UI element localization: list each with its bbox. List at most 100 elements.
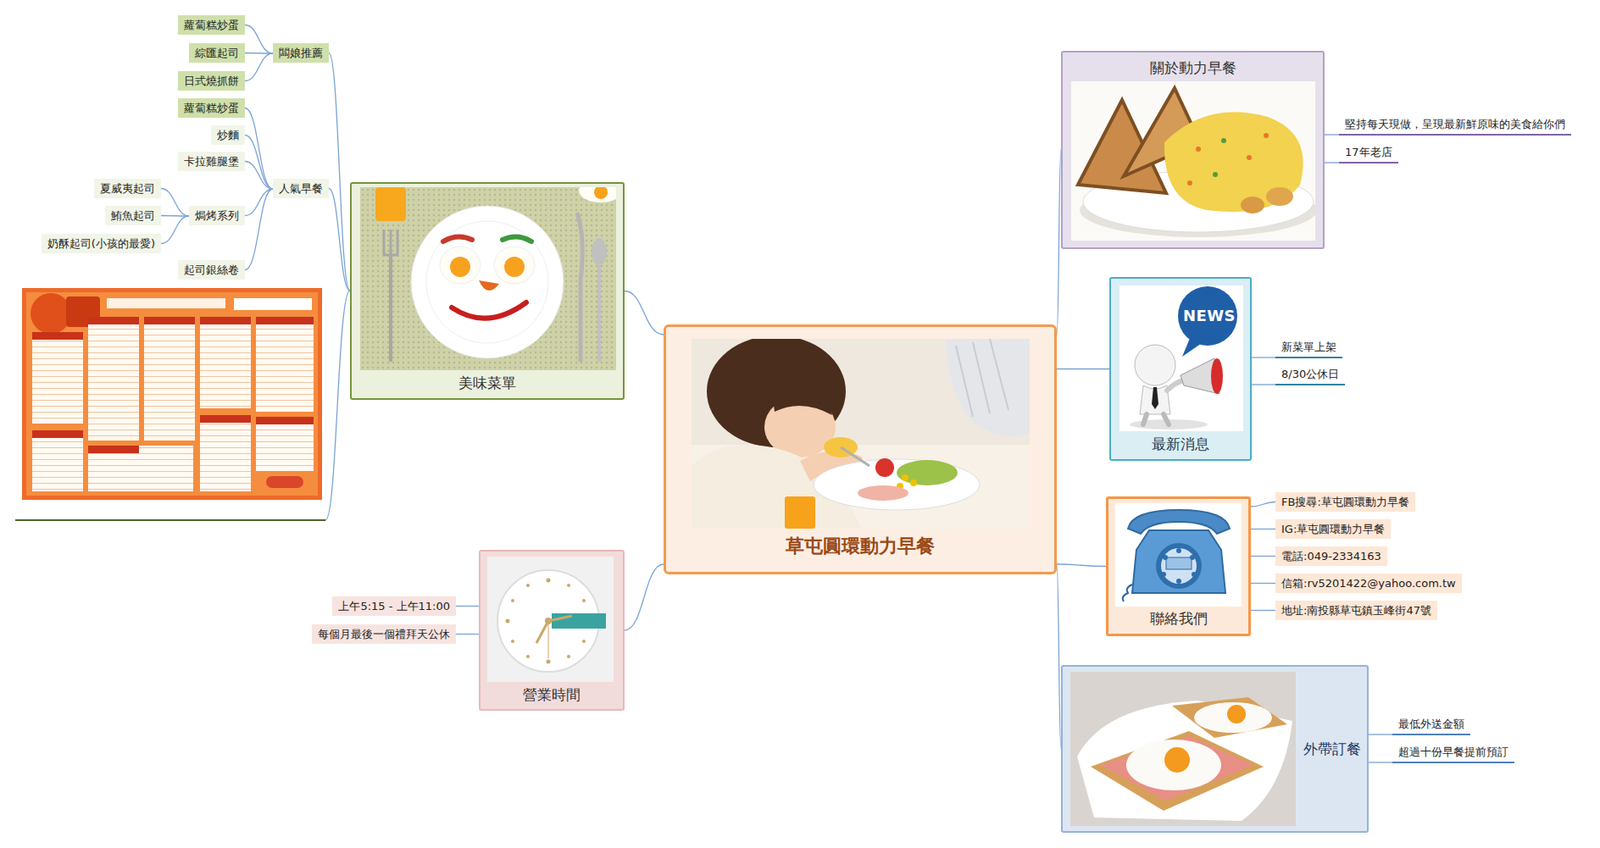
illustration-part [451, 302, 527, 319]
branch-line [624, 291, 664, 336]
branch-line [244, 52, 273, 55]
illustration-part [144, 316, 195, 441]
illustration-part [1189, 555, 1195, 561]
illustration-part [945, 338, 1030, 437]
branch-line [1056, 368, 1110, 370]
branch-line [244, 53, 273, 82]
illustration-part [784, 496, 816, 529]
subtopic-box: 夏威夷起司 [94, 178, 162, 199]
subtopic-box: 焗烤系列 [188, 205, 245, 226]
illustration-part [1077, 700, 1293, 822]
illustration-part [772, 391, 833, 416]
illustration-part [1166, 380, 1184, 391]
branch-line [161, 215, 189, 217]
topic-text: IG:草屯圓環動力早餐 [1281, 522, 1385, 537]
illustration-part [233, 298, 312, 311]
illustration-part [255, 416, 314, 425]
branch-line [1251, 356, 1276, 358]
illustration-part [1211, 358, 1223, 395]
subtopic-box: 鮪魚起司 [105, 205, 162, 226]
branch-line [455, 633, 479, 635]
central-topic: 草屯圓環動力早餐 [663, 324, 1057, 575]
illustration-part [32, 430, 84, 492]
branch-line [1368, 733, 1393, 735]
topic-text: 夏威夷起司 [100, 181, 156, 196]
branch-line [244, 135, 273, 190]
menu-card [22, 288, 323, 500]
illustration-part [1164, 747, 1190, 773]
topic-text: 電話:049-2334163 [1281, 549, 1382, 564]
illustration-part [551, 613, 606, 629]
topic-text: 每個月最後一個禮拜天公休 [317, 627, 450, 642]
illustration-part [22, 288, 323, 500]
subtopic-box: 蘿蔔糕炒蛋 [177, 15, 245, 35]
branch-line [1250, 502, 1276, 508]
topic-text: 上午5:15 - 上午11:00 [338, 599, 450, 614]
subtopic-box: 闆娘推薦 [272, 43, 329, 63]
subtopic-box: FB搜尋:草屯圓環動力早餐 [1275, 492, 1416, 512]
topic-card: 最新消息 [1109, 277, 1252, 462]
subtopic-box: 最低外送金額 [1392, 714, 1471, 736]
illustration-part [426, 221, 549, 344]
badge-label: NEWS [1183, 306, 1236, 326]
topic-text: 信箱:rv5201422@yahoo.com.tw [1281, 576, 1456, 591]
menu-branch-line [325, 290, 350, 521]
illustration-part [1195, 146, 1201, 152]
topic-text: 堅持每天現做，呈現最新鮮原味的美食給你們 [1344, 116, 1566, 132]
topic-text: 營業時間 [480, 685, 623, 705]
illustration-part [200, 415, 251, 492]
illustration-part [88, 445, 194, 492]
illustration-part [566, 655, 571, 659]
illustration-part [875, 458, 895, 478]
subtopic-box: 新菜單上架 [1275, 337, 1343, 359]
topic-text: 超過十份早餐提前預訂 [1398, 744, 1509, 760]
subtopic-box: 每個月最後一個禮拜天公休 [311, 624, 456, 645]
illustration-part [32, 430, 84, 439]
subtopic-box: 地址:南投縣草屯鎮玉峰街47號 [1275, 600, 1438, 621]
illustration-part [594, 187, 608, 200]
illustration-part [1100, 736, 1254, 801]
illustration-part [1176, 578, 1182, 584]
telephone-picture [1115, 503, 1242, 607]
illustration-part [1132, 530, 1226, 594]
illustration-part [511, 639, 515, 644]
branch-line [1250, 583, 1276, 584]
illustration-part [546, 660, 551, 665]
branch-line [244, 108, 273, 190]
subtopic-box: 17年老店 [1338, 142, 1399, 164]
illustration-part [255, 316, 314, 412]
illustration-part [32, 332, 84, 340]
subtopic-box: 卡拉雞腿堡 [177, 151, 245, 172]
illustration-part [597, 265, 601, 362]
illustration-part [26, 292, 318, 496]
illustration-part [383, 229, 398, 256]
illustration-part [591, 238, 607, 266]
illustration-part [478, 280, 500, 291]
branch-line [1250, 528, 1276, 530]
subtopic-box: IG:草屯圓環動力早餐 [1275, 519, 1391, 539]
branch-line [244, 188, 273, 217]
illustration-part [487, 556, 614, 683]
illustration-part [32, 332, 84, 424]
illustration-part [536, 621, 549, 644]
subtopic-box: 日式燒抓餅 [177, 71, 245, 91]
topic-text: 蘿蔔糕炒蛋 [183, 100, 239, 116]
illustration-part [566, 583, 571, 588]
illustration-part [1115, 503, 1242, 607]
illustration-part [1176, 548, 1182, 554]
illustration-part [857, 485, 909, 501]
illustration-part [578, 187, 617, 203]
branch-line [328, 53, 350, 292]
topic-text: 8/30公休日 [1281, 366, 1339, 382]
illustration-part [1155, 543, 1202, 589]
illustration-part [1127, 510, 1230, 534]
menu-underline [15, 519, 326, 522]
photo-girl-eating [691, 338, 1030, 529]
illustration-part [546, 578, 551, 584]
illustration-part [1071, 81, 1316, 241]
branch-line [161, 188, 189, 217]
subtopic-box: 奶酥起司(小孩的最愛) [41, 233, 162, 254]
topic-text: 日式燒抓餅 [183, 73, 239, 89]
illustration-part [1166, 557, 1192, 570]
